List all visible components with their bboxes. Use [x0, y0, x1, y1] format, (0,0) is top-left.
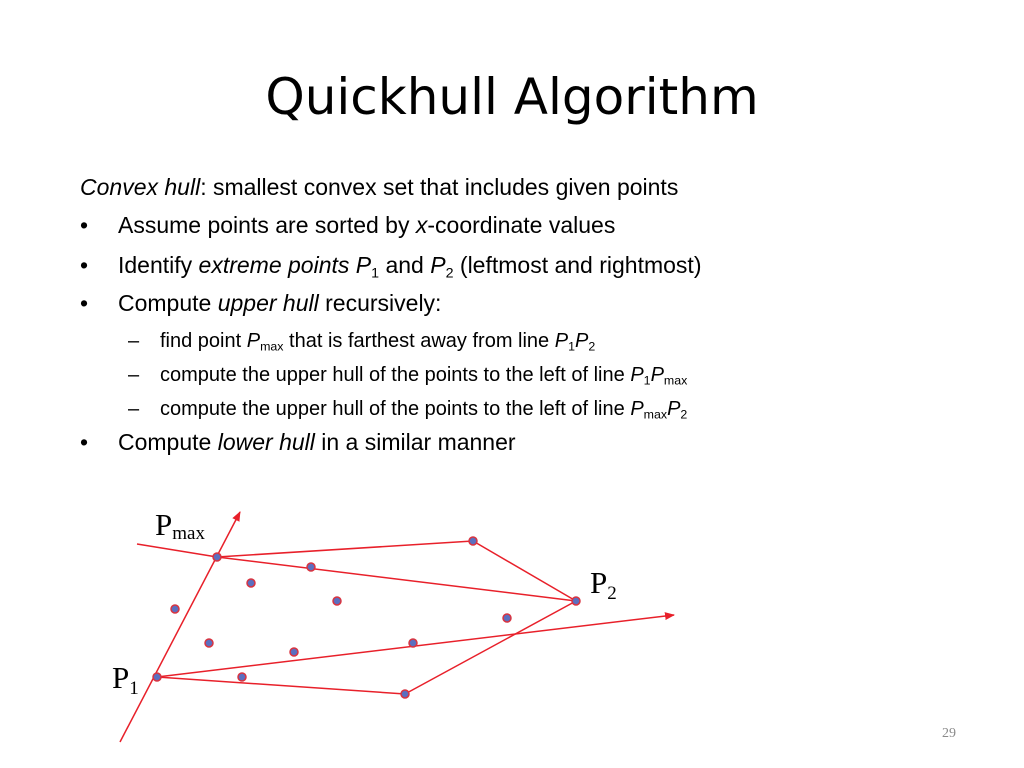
bullet-marker: •: [80, 290, 89, 316]
dash-marker: –: [128, 398, 140, 420]
subitem-left-p1pmax: –compute the upper hull of the points to…: [128, 364, 688, 388]
bullet-lower-hull: •Compute lower hull in a similar manner: [80, 429, 516, 455]
point-top: [468, 536, 478, 546]
dash-marker: –: [128, 330, 140, 352]
dash-marker: –: [128, 364, 140, 386]
point: [408, 638, 418, 648]
point: [502, 613, 512, 623]
p1-to-bottom-point-edge: [156, 676, 406, 695]
hull-edge-p1-to-pmax-arrow: [119, 511, 241, 743]
intro-term: Convex hull: [80, 174, 201, 200]
point-p2: [571, 596, 581, 606]
label-pmax: Pmax: [155, 507, 205, 544]
point: [289, 647, 299, 657]
point: [170, 604, 180, 614]
top-point-to-p2-edge: [472, 540, 577, 602]
intro-rest: : smallest convex set that includes give…: [200, 174, 679, 200]
bullet-upper-hull: •Compute upper hull recursively:: [80, 290, 442, 316]
label-p2: P2: [590, 565, 617, 604]
bullet-marker: •: [80, 429, 89, 455]
pmax-to-top-point-edge: [216, 540, 474, 558]
point-p1: [152, 672, 162, 682]
bullet-sorted: •Assume points are sorted by x-coordinat…: [80, 212, 616, 238]
pmax-to-p2-line: [216, 556, 577, 602]
point: [204, 638, 214, 648]
point-bottom: [400, 689, 410, 699]
page-number: 29: [942, 726, 956, 741]
subitem-find-pmax: –find point Pmax that is farthest away f…: [128, 330, 596, 354]
intro-line: Convex hull: smallest convex set that in…: [80, 172, 678, 202]
point: [246, 578, 256, 588]
bottom-point-to-p2-edge: [404, 600, 577, 695]
point: [237, 672, 247, 682]
subitem-left-pmaxp2: –compute the upper hull of the points to…: [128, 398, 688, 422]
label-p1: P1: [112, 660, 139, 699]
bullet-marker: •: [80, 252, 89, 278]
point-pmax: [212, 552, 222, 562]
slide-title: Quickhull Algorithm: [265, 68, 759, 126]
horizontal-line-through-pmax: [136, 543, 218, 558]
bullet-extreme-points: •Identify extreme points P1 and P2 (left…: [80, 252, 702, 282]
point: [306, 562, 316, 572]
point: [332, 596, 342, 606]
bullet-marker: •: [80, 212, 89, 238]
